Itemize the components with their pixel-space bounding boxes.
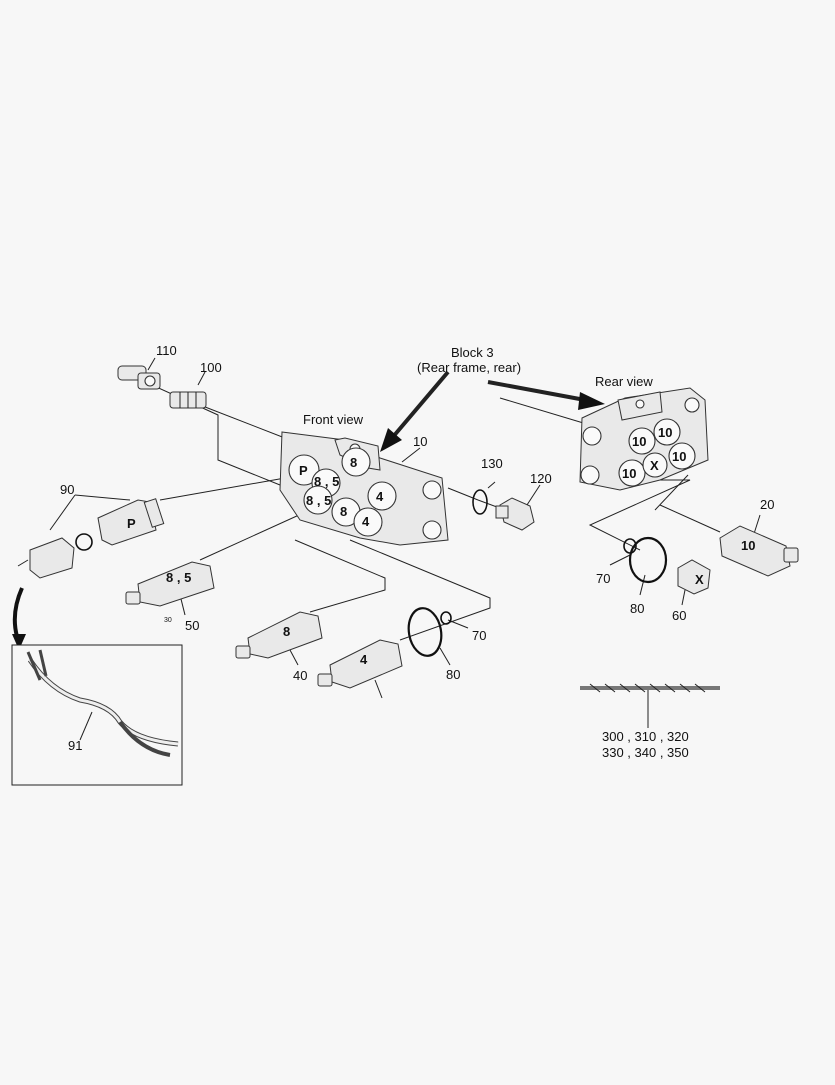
adapter-fitting-100 — [169, 391, 207, 409]
sensor-cap-90 — [17, 533, 93, 579]
o-ring-130 — [472, 489, 488, 515]
part-number-80-rear: 80 — [630, 601, 644, 616]
part-number-100: 100 — [200, 360, 222, 375]
port-mark-4-upper: 4 — [376, 489, 384, 504]
port-mark-8-upper: 8 — [350, 455, 357, 470]
rear-port-mark-10-a: 10 — [632, 434, 646, 449]
rear-port-mark-10-d: 10 — [672, 449, 686, 464]
plug-60 — [677, 559, 711, 595]
port-mark-4-lower: 4 — [362, 514, 370, 529]
rear-port-mark-10-b: 10 — [658, 425, 672, 440]
sensor-50 — [125, 561, 215, 607]
part-number-50: 50 — [185, 618, 199, 633]
valve-block-rear — [579, 387, 709, 491]
plug-120 — [495, 497, 535, 531]
sensor-mark-85: 8 , 5 — [166, 570, 191, 585]
part-number-300-group-line1: 300 , 310 , 320 — [602, 729, 689, 744]
valve-block-front — [279, 431, 449, 546]
part-number-60: 60 — [672, 608, 686, 623]
block-subtitle: (Rear frame, rear) — [417, 360, 521, 375]
sensor-4 — [317, 639, 403, 689]
part-number-300-group-line2: 330 , 340 , 350 — [602, 745, 689, 760]
part-number-20: 20 — [760, 497, 774, 512]
port-mark-p: P — [299, 463, 308, 478]
part-number-70-front: 70 — [472, 628, 486, 643]
port-mark-8-lower: 8 — [340, 504, 347, 519]
pointer-arrows — [380, 370, 605, 452]
part-number-130: 130 — [481, 456, 503, 471]
part-number-90: 90 — [60, 482, 74, 497]
o-ring-80-rear — [628, 536, 668, 584]
elbow-fitting-110 — [117, 365, 161, 390]
pressure-sensor-90 — [97, 498, 165, 546]
sensor-mark-10: 10 — [741, 538, 755, 553]
part-number-70-rear: 70 — [596, 571, 610, 586]
cable-inset — [11, 587, 183, 786]
rear-port-mark-10-c: 10 — [622, 466, 636, 481]
port-mark-85-upper: 8 , 5 — [314, 474, 339, 489]
port-mark-85-lower: 8 , 5 — [306, 493, 331, 508]
part-number-40: 40 — [293, 668, 307, 683]
sensor-mark-8: 8 — [283, 624, 290, 639]
plug-mark-x: X — [695, 572, 704, 587]
part-number-110: 110 — [156, 343, 177, 358]
rear-view-label: Rear view — [595, 374, 653, 389]
part-number-91: 91 — [68, 738, 82, 753]
sensor-mark-p: P — [127, 516, 136, 531]
sensor-40 — [235, 611, 323, 659]
part-number-30: 30 — [164, 617, 172, 624]
part-number-120: 120 — [530, 471, 552, 486]
cable-wrap-300 — [580, 683, 720, 693]
o-ring-80-front — [407, 607, 443, 657]
sensor-20 — [719, 525, 799, 577]
block-title: Block 3 — [451, 345, 494, 360]
front-view-label: Front view — [303, 412, 364, 427]
sensor-mark-4: 4 — [360, 652, 368, 667]
rear-port-mark-x: X — [650, 458, 659, 473]
part-number-10: 10 — [413, 434, 427, 449]
o-ring-70-front — [440, 611, 452, 625]
part-number-80-front: 80 — [446, 667, 460, 682]
leader-lines — [49, 357, 761, 728]
